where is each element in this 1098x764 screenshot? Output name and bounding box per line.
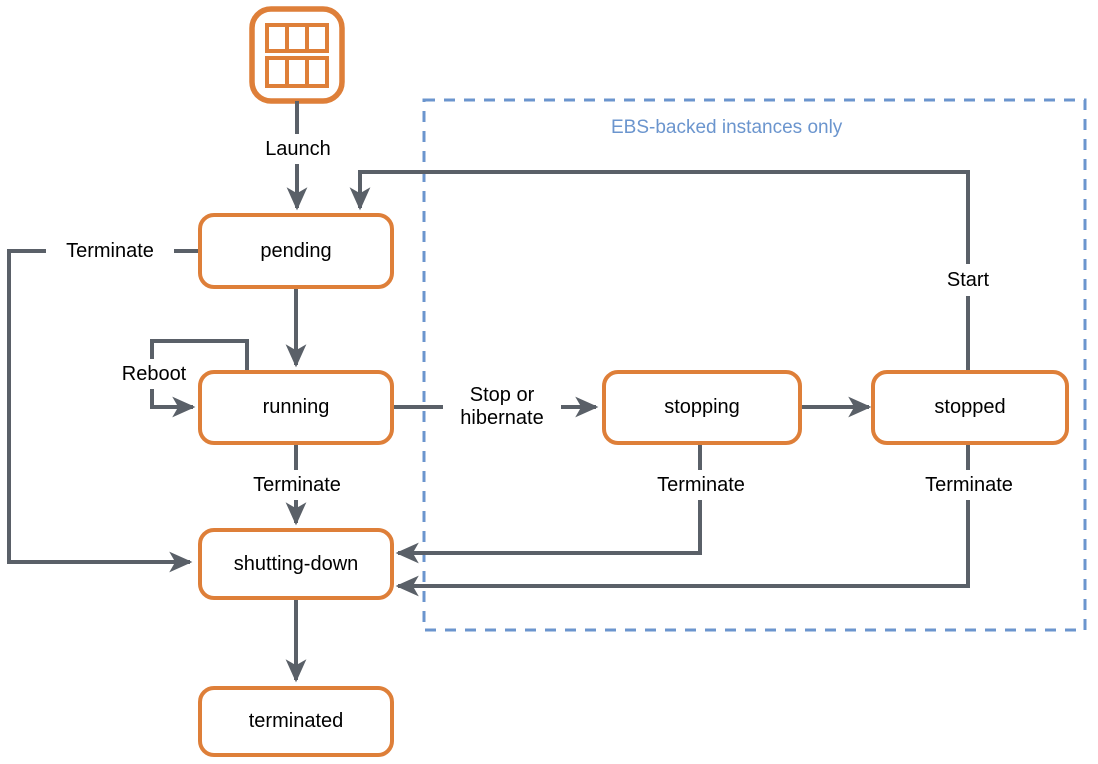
edge-start (349, 170, 970, 372)
edge-label-start: Start (931, 264, 1005, 296)
ec2-instance-icon (249, 6, 345, 104)
node-pending[interactable] (198, 213, 394, 289)
node-stopped[interactable] (871, 370, 1069, 445)
edge-stopped-terminate (395, 443, 970, 597)
edge-label-running-terminate: Terminate (233, 470, 361, 500)
edge-label-reboot: Reboot (113, 359, 195, 389)
edge-reboot (150, 339, 249, 418)
node-stopping[interactable] (602, 370, 802, 445)
ebs-group-label: EBS-backed instances only (611, 117, 843, 138)
edge-label-pending-terminate: Terminate (46, 236, 174, 266)
edge-label-stopped-terminate: Terminate (905, 470, 1033, 500)
edge-label-stop-or-hibernate-line2: hibernate (460, 407, 544, 429)
node-terminated[interactable] (198, 686, 394, 757)
node-running[interactable] (198, 370, 394, 445)
edge-label-stop-or-hibernate: Stop or hibernate (443, 378, 561, 436)
edge-label-launch: Launch (253, 134, 343, 164)
edge-label-stopping-terminate: Terminate (637, 470, 765, 500)
edge-label-stop-or-hibernate-line1: Stop or (469, 384, 535, 406)
node-shutting-down[interactable] (198, 528, 394, 600)
ebs-group-box (422, 98, 1087, 632)
